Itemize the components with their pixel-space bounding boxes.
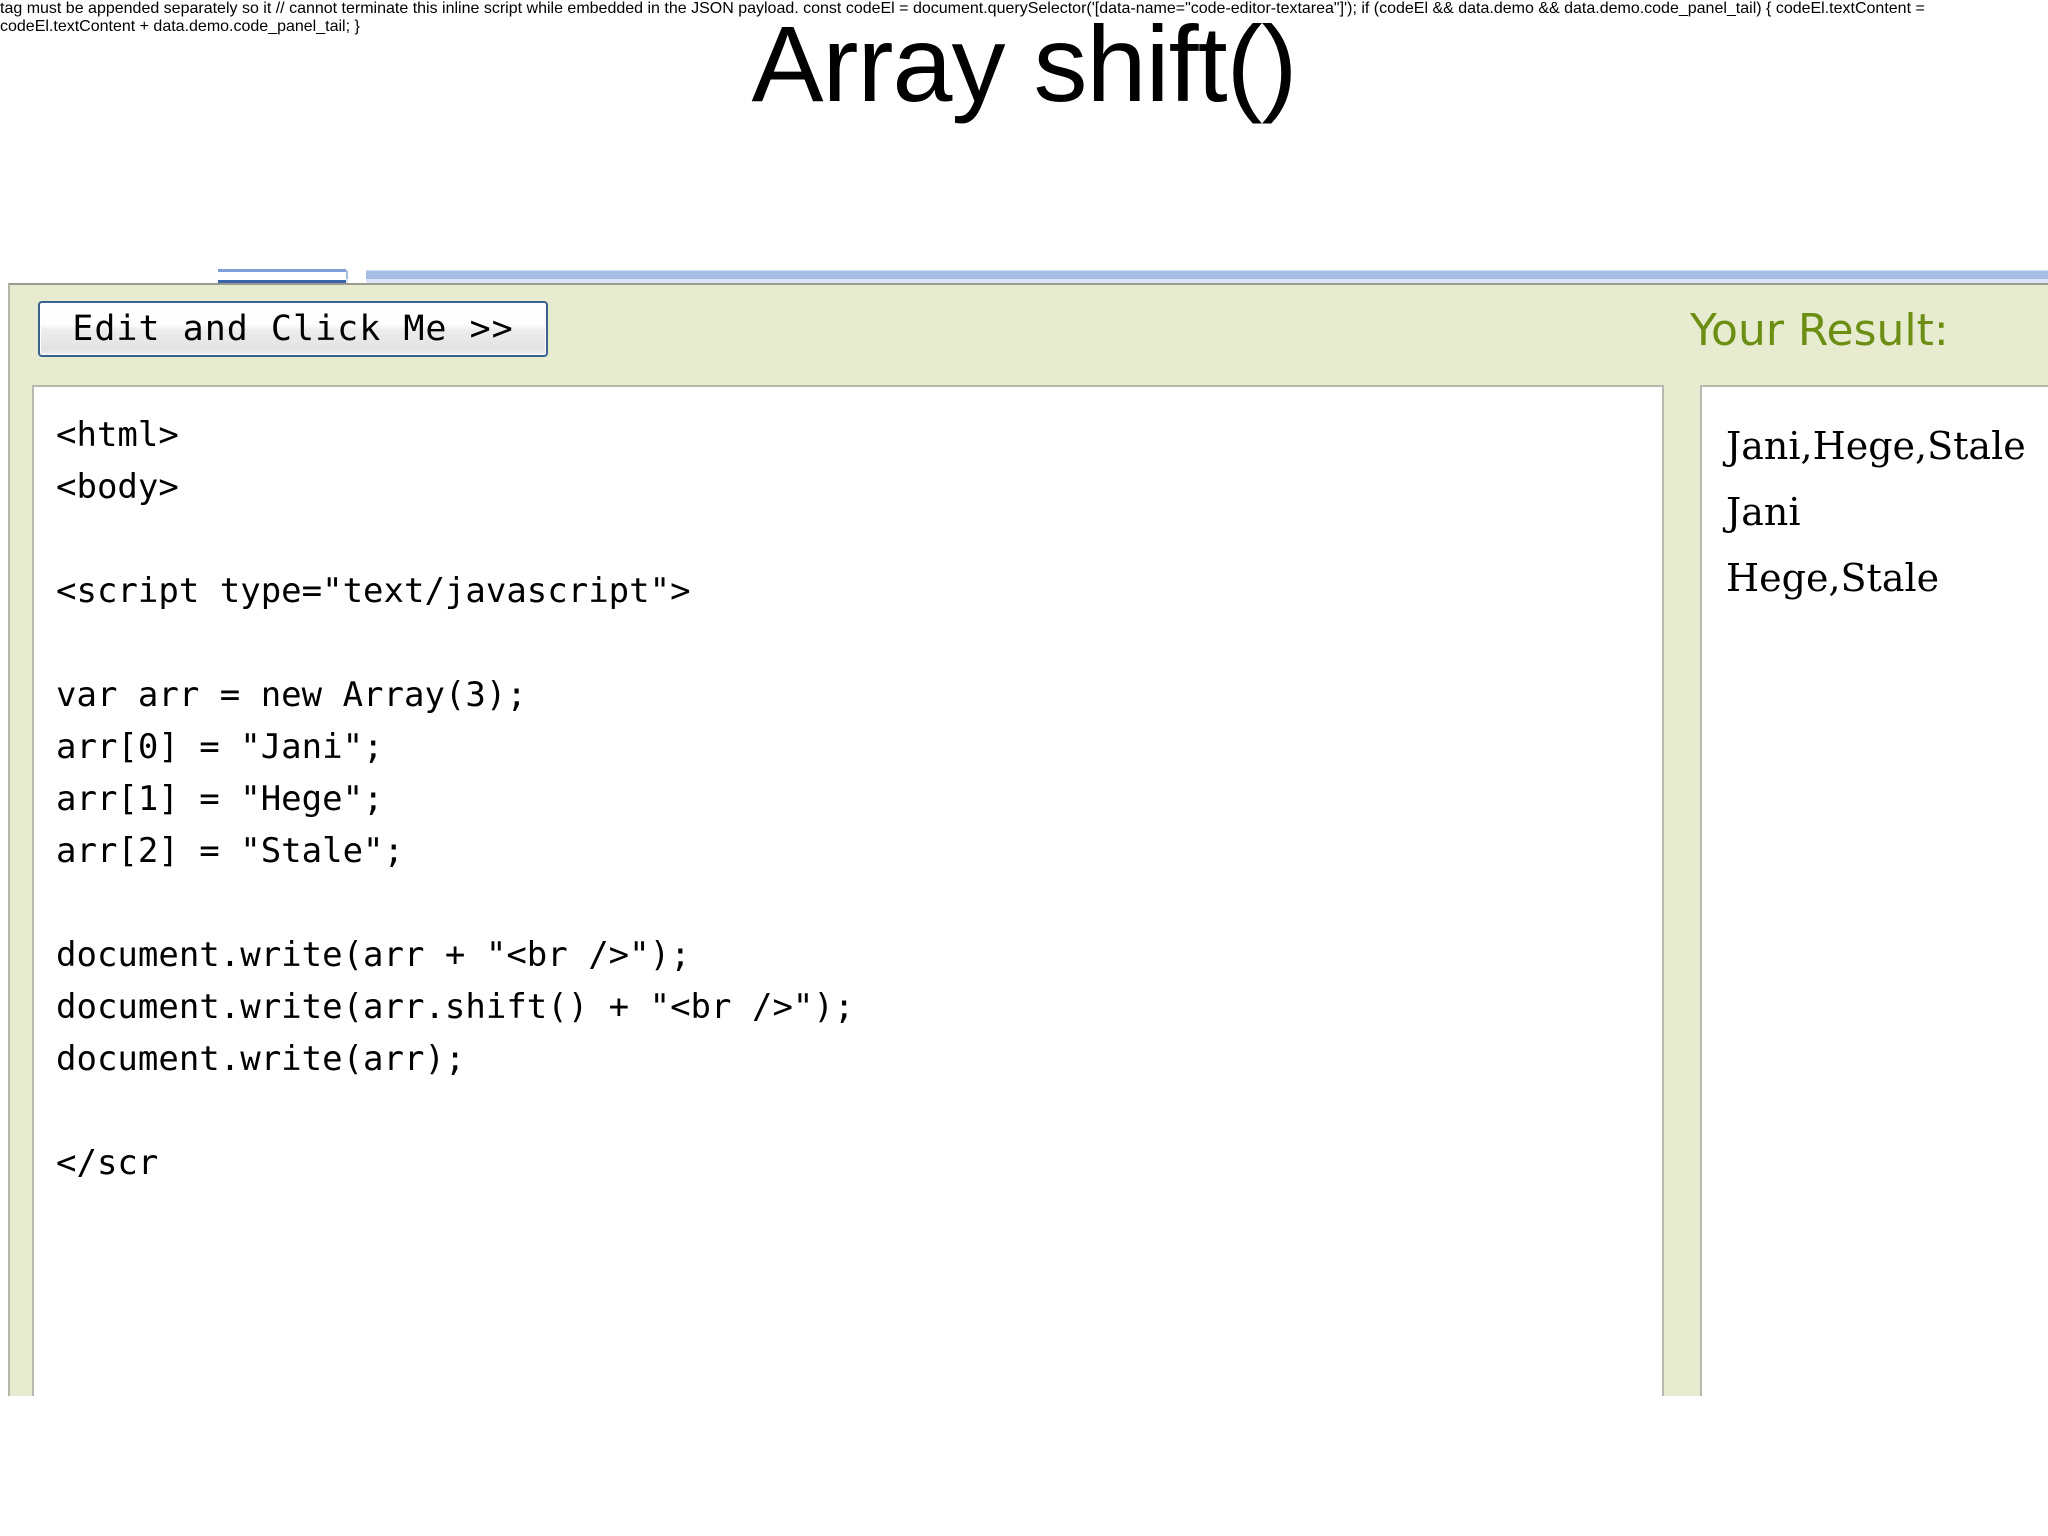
tryit-editor-page: Edit and Click Me >> Your Result: <html>… — [8, 283, 2048, 1396]
result-output-panel: Jani,Hege,Stale Jani Hege,Stale — [1700, 385, 2048, 1396]
edit-and-click-me-button[interactable]: Edit and Click Me >> — [38, 301, 548, 357]
toolbar-band — [218, 270, 2048, 280]
browser-tab-close-icon[interactable] — [348, 268, 366, 284]
browser-tab[interactable] — [218, 269, 346, 283]
code-editor-textarea[interactable]: <html> <body> <script type="text/javascr… — [56, 415, 855, 1183]
embedded-browser-screenshot: Edit and Click Me >> Your Result: <html>… — [0, 268, 2048, 1396]
your-result-heading: Your Result: — [1690, 305, 1949, 356]
page-title: Array shift() — [751, 3, 1297, 124]
code-editor-panel[interactable]: <html> <body> <script type="text/javascr… — [32, 385, 1664, 1396]
toolbar-band-lower — [218, 279, 2048, 283]
result-output-text: Jani,Hege,Stale Jani Hege,Stale — [1726, 424, 2026, 600]
browser-chrome-strip — [218, 268, 2048, 286]
editor-toolbar: Edit and Click Me >> Your Result: — [10, 285, 2048, 385]
